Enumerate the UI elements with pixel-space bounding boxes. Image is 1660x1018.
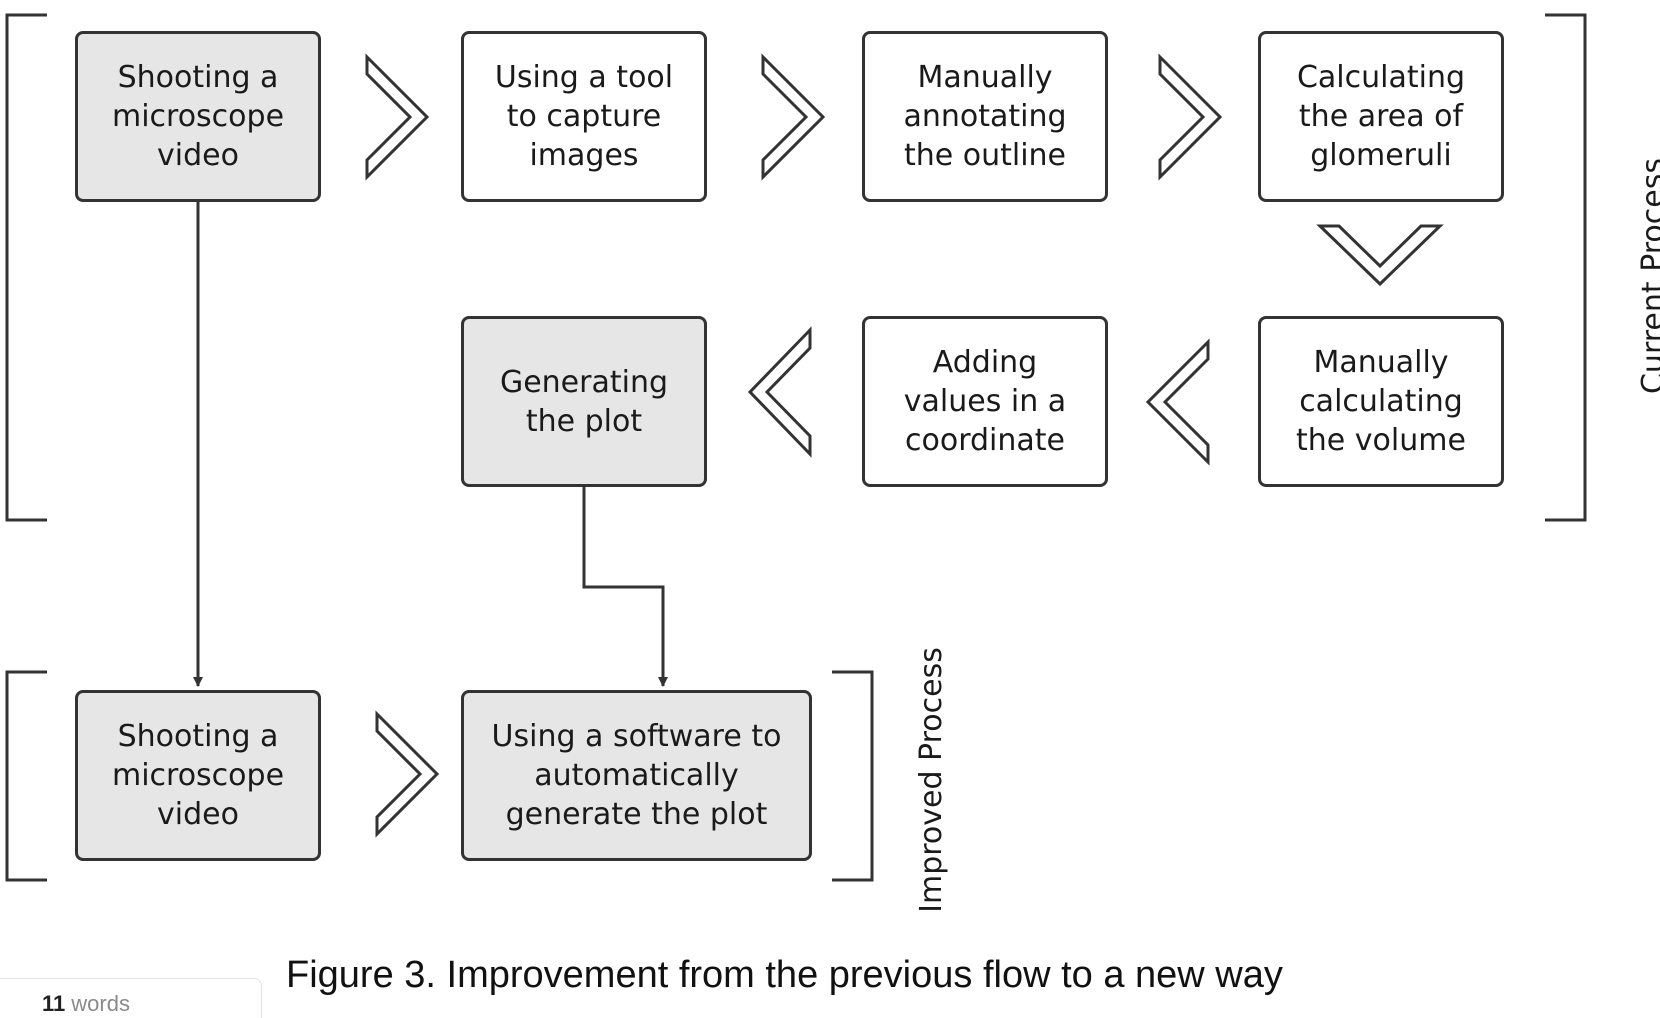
step-label: Manually annotating the outline (903, 60, 1067, 173)
chevron-down-icon (1316, 224, 1444, 287)
step-annotate-outline: Manually annotating the outline (862, 31, 1108, 202)
step-label: Generating the plot (499, 364, 669, 439)
step-calculate-area: Calculating the area of glomeruli (1258, 31, 1504, 202)
improved-step-software-generate-plot: Using a software to automatically genera… (461, 690, 812, 861)
improved-process-right-bracket (832, 670, 874, 882)
chevron-left-icon (747, 326, 812, 458)
connector-arrow-plot-to-software (582, 487, 668, 687)
chevron-right-icon (761, 53, 826, 181)
word-count-number: 11 (42, 991, 66, 1016)
step-label: Adding values in a coordinate (903, 345, 1067, 458)
step-label: Using a tool to capture images (494, 60, 674, 173)
step-add-values-coordinate: Adding values in a coordinate (862, 316, 1108, 487)
step-label: Manually calculating the volume (1296, 345, 1466, 458)
step-shooting-microscope-video: Shooting a microscope video (75, 31, 321, 202)
step-capture-images: Using a tool to capture images (461, 31, 707, 202)
figure-caption: Figure 3. Improvement from the previous … (286, 954, 1283, 996)
chevron-right-icon (365, 53, 430, 181)
improved-step-shooting-microscope-video: Shooting a microscope video (75, 690, 321, 861)
chevron-left-icon (1145, 338, 1210, 466)
current-process-label: Current Process (1636, 158, 1660, 395)
step-generate-plot: Generating the plot (461, 316, 707, 487)
word-count-unit: words (71, 991, 130, 1016)
step-label: Shooting a microscope video (111, 60, 285, 173)
step-label: Shooting a microscope video (111, 719, 285, 832)
chevron-right-icon (375, 710, 440, 838)
improved-process-left-bracket (5, 670, 47, 882)
current-process-left-bracket (5, 13, 47, 522)
improved-process-label: Improved Process (914, 647, 949, 913)
current-process-right-bracket (1545, 13, 1587, 522)
step-calculate-volume: Manually calculating the volume (1258, 316, 1504, 487)
step-label: Using a software to automatically genera… (491, 719, 782, 832)
step-label: Calculating the area of glomeruli (1296, 60, 1466, 173)
chevron-right-icon (1158, 53, 1223, 181)
